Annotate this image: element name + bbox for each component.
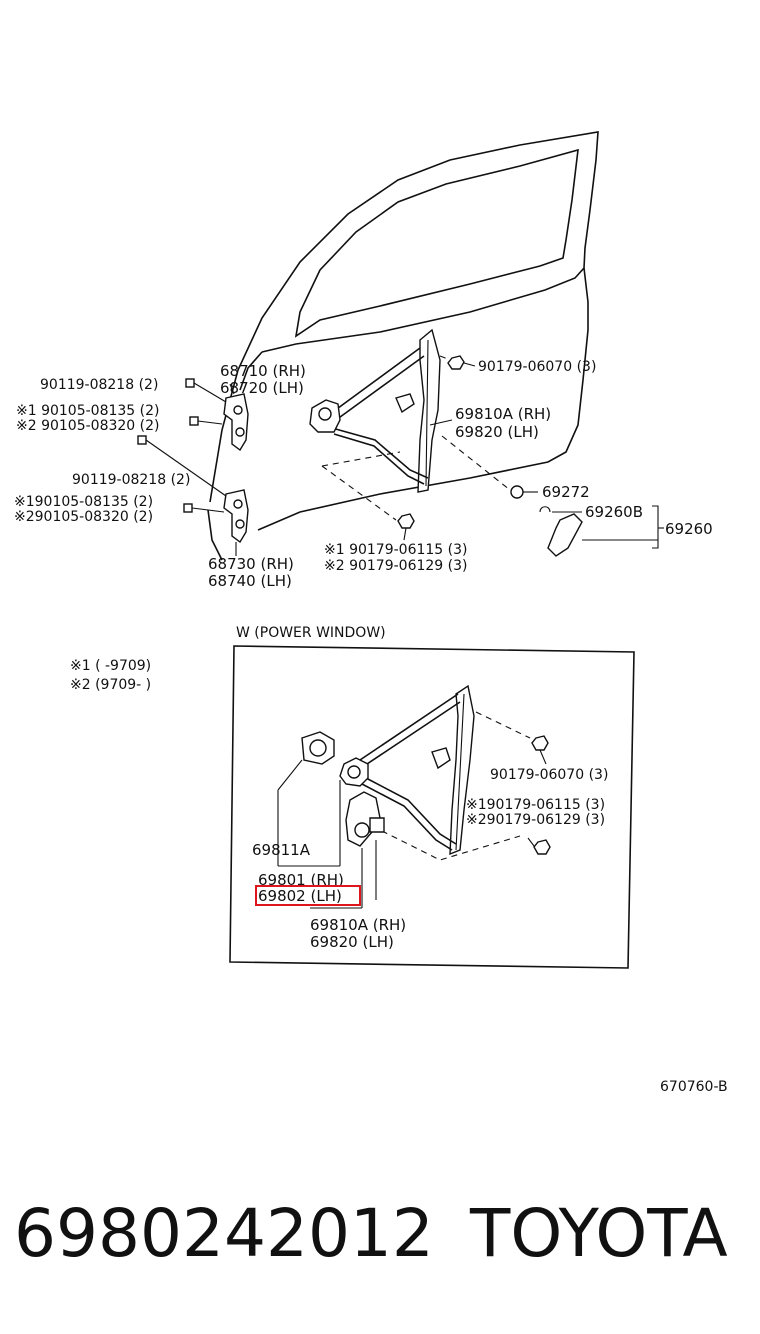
label-90179-06070: 90179-06070 (3) bbox=[478, 359, 596, 375]
label-90105-s1-bottom: ※190105-08135 (2) bbox=[14, 494, 153, 510]
bolt-icon bbox=[183, 503, 225, 513]
window-regulator-upper bbox=[309, 328, 538, 541]
label-68740: 68740 (LH) bbox=[208, 572, 292, 590]
note-s1: ※1 ( -9709) bbox=[70, 658, 151, 674]
label-69802: 69802 (LH) bbox=[258, 887, 342, 905]
window-crank-handle bbox=[539, 505, 664, 557]
nut-icon bbox=[397, 513, 415, 529]
bolt-icon bbox=[137, 435, 227, 497]
label-68730: 68730 (RH) bbox=[208, 555, 294, 573]
upper-labels: 68710 (RH) 68720 (LH) 90119-08218 (2) ※1… bbox=[14, 359, 713, 590]
power-window-title: W (POWER WINDOW) bbox=[236, 625, 386, 641]
label-90105-s2: ※2 90105-08320 (2) bbox=[16, 418, 160, 434]
bolt-icon bbox=[189, 416, 223, 426]
label-69810a: 69810A (RH) bbox=[455, 405, 551, 423]
label-69260b: 69260B bbox=[585, 503, 643, 521]
label-69260: 69260 bbox=[665, 520, 713, 538]
label-pw-69810a: 69810A (RH) bbox=[310, 916, 406, 934]
label-68720: 68720 (LH) bbox=[220, 379, 304, 397]
label-90179-06115: ※1 90179-06115 (3) bbox=[324, 542, 468, 558]
power-window-box bbox=[229, 645, 635, 969]
bolt-icon bbox=[185, 378, 227, 403]
diagram-code: 670760-B bbox=[660, 1079, 728, 1095]
highlight-box bbox=[255, 885, 361, 906]
note-s2: ※2 (9709- ) bbox=[70, 677, 151, 693]
label-69801: 69801 (RH) bbox=[258, 871, 344, 889]
window-regulator-power bbox=[277, 684, 551, 909]
label-90119-mid: 90119-08218 (2) bbox=[72, 472, 190, 488]
label-pw-90179-06129: ※290179-06129 (3) bbox=[466, 812, 605, 828]
door-hinges bbox=[137, 378, 249, 556]
brand-name: TOYOTA bbox=[469, 1195, 728, 1272]
label-90105-s1: ※1 90105-08135 (2) bbox=[16, 403, 160, 419]
label-69820: 69820 (LH) bbox=[455, 423, 539, 441]
part-number: 6980242012 bbox=[14, 1195, 434, 1272]
nut-icon bbox=[531, 735, 549, 751]
nut-icon bbox=[533, 839, 551, 855]
nut-icon bbox=[447, 355, 465, 370]
label-pw-90179-06070: 90179-06070 (3) bbox=[490, 767, 608, 783]
door-outline bbox=[207, 131, 599, 561]
label-90179-06129: ※2 90179-06129 (3) bbox=[324, 558, 468, 574]
label-69272: 69272 bbox=[542, 483, 590, 501]
label-90105-s2-bottom: ※290105-08320 (2) bbox=[14, 509, 153, 525]
washer-icon bbox=[510, 485, 524, 499]
label-pw-69820: 69820 (LH) bbox=[310, 933, 394, 951]
power-window-labels: 90179-06070 (3) ※190179-06115 (3) ※29017… bbox=[252, 767, 608, 951]
label-69811a: 69811A bbox=[252, 841, 311, 859]
label-pw-90179-06115: ※190179-06115 (3) bbox=[466, 797, 605, 813]
label-90119-top: 90119-08218 (2) bbox=[40, 377, 158, 393]
label-68710: 68710 (RH) bbox=[220, 362, 306, 380]
